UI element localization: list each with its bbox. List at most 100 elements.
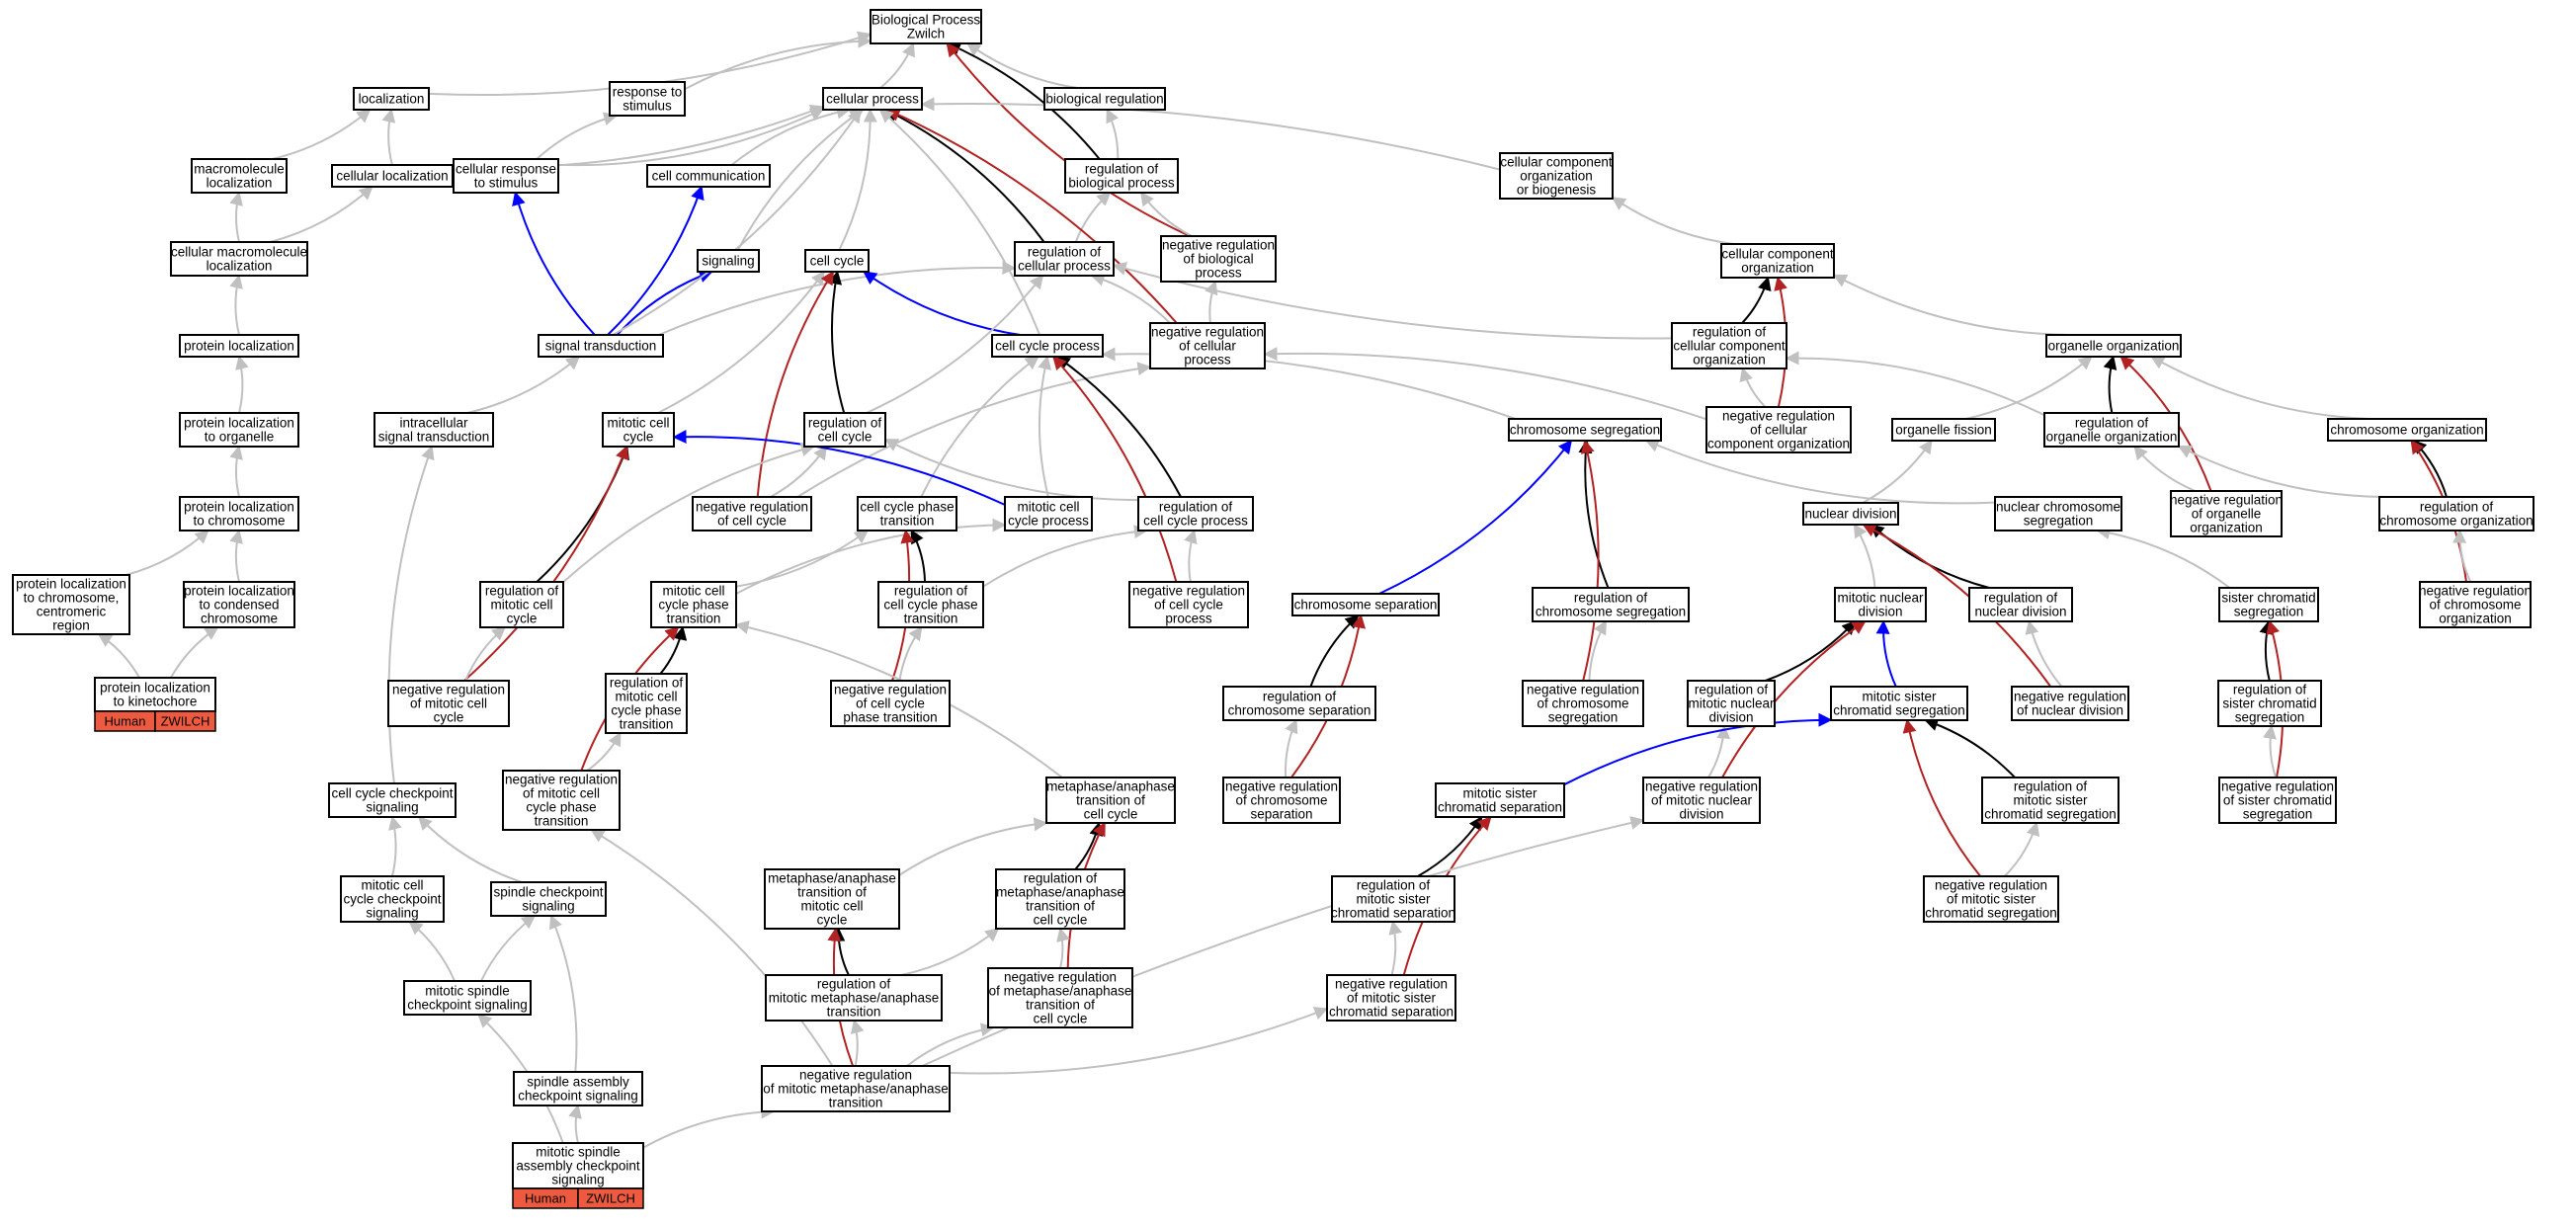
go-term-label-line: cell cycle — [1034, 913, 1088, 928]
edge-nrmcc-to-mcc-negatively-regulates — [463, 445, 629, 682]
go-term-label-line: regulation of — [894, 584, 968, 599]
go-term-label-line: division — [1679, 807, 1723, 822]
go-term-csep[interactable]: chromosome separation — [1291, 593, 1440, 616]
go-term-label-line: mitotic nuclear — [1688, 696, 1775, 711]
go-term-box — [1891, 418, 1996, 442]
go-term-cs[interactable]: chromosome segregation — [1508, 418, 1662, 442]
go-term-oo[interactable]: organelle organization — [2045, 334, 2182, 358]
go-term-co[interactable]: chromosome organization — [2327, 418, 2487, 442]
go-term-rmatcc[interactable]: regulation ofmetaphase/anaphasetransitio… — [995, 868, 1125, 930]
go-term-label-line: separation — [1250, 807, 1312, 822]
go-term-cc[interactable]: cell communication — [646, 164, 771, 188]
go-term-pl[interactable]: protein localization — [179, 334, 299, 358]
edge-roo-to-rcco-is-a — [1785, 351, 2045, 416]
go-term-cl[interactable]: cellular localization — [331, 164, 454, 188]
edge-nrbp-to-bp-negatively-regulates — [946, 41, 1191, 237]
go-term-label-line: regulation of — [1159, 500, 1233, 515]
edge-breg-to-bp-is-a — [966, 42, 1078, 89]
go-term-label-line: cellular process — [1018, 259, 1111, 274]
go-term-cyc[interactable]: cell cycle — [804, 249, 870, 273]
go-term-nd[interactable]: nuclear division — [1802, 502, 1899, 526]
edge-nrcs-to-cs-negatively-regulates — [1580, 439, 1600, 682]
go-term-st[interactable]: signal transduction — [538, 334, 664, 358]
go-term-of[interactable]: organelle fission — [1891, 418, 1996, 442]
go-term-breg[interactable]: biological regulation — [1043, 87, 1166, 111]
go-term-box — [602, 412, 675, 448]
go-term-cp[interactable]: cellular process — [822, 87, 923, 111]
go-term-box — [1642, 777, 1761, 824]
edge-nrmmat-to-nrmatcc-is-a — [906, 1023, 995, 1067]
go-term-ccp[interactable]: cell cycle process — [991, 334, 1104, 358]
go-term-loc[interactable]: localization — [353, 87, 430, 111]
go-term-sig[interactable]: signaling — [697, 249, 760, 273]
